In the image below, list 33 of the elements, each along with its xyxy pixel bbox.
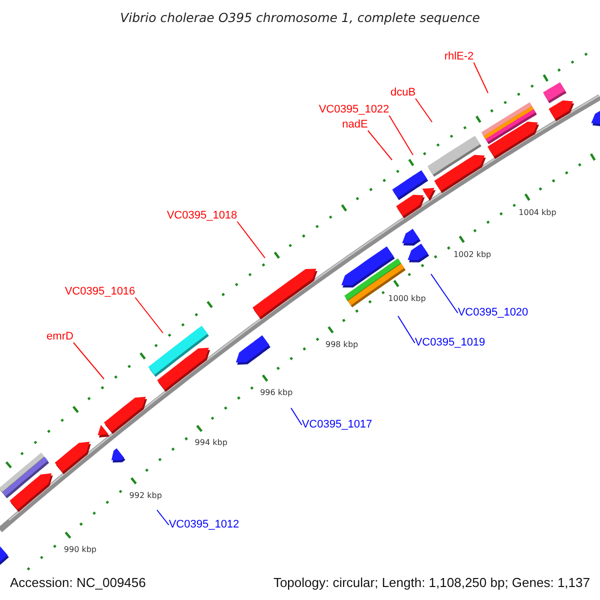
gene-label: VC0395_1016 xyxy=(64,286,136,298)
title: Vibrio cholerae O395 chromosome 1, complete sequence xyxy=(120,12,480,24)
gene-label: VC0395_1017 xyxy=(302,420,372,430)
leader-line xyxy=(473,62,488,94)
leader-line xyxy=(290,408,302,426)
gene-label: nadE xyxy=(342,120,368,130)
scale-label: 1000 kbp xyxy=(388,295,426,304)
gene-label: dcuB xyxy=(390,88,416,98)
accession-text: Accession: NC_009456 xyxy=(10,576,146,589)
scale-label: 998 kbp xyxy=(326,341,358,350)
leader-line xyxy=(430,274,458,314)
gene-label: VC0395_1019 xyxy=(414,338,486,348)
leader-line xyxy=(236,221,266,258)
gene-label: VC0395_1022 xyxy=(318,104,390,116)
scale-label: 994 kbp xyxy=(194,439,228,448)
gene-label: emrD xyxy=(46,332,74,342)
leader-line xyxy=(388,115,414,156)
gene-label: VC0395_1018 xyxy=(166,210,238,222)
leader-line xyxy=(398,316,416,344)
genome-summary-text: Topology: circular; Length: 1,108,250 bp; Genes: 1,137 xyxy=(273,576,590,589)
leader-line xyxy=(156,510,170,526)
leader-line xyxy=(415,98,432,122)
scale-label: 992 kbp xyxy=(129,492,162,500)
scale-label: 990 kbp xyxy=(64,546,96,554)
scale-label: 1004 kbp xyxy=(518,209,556,218)
scale-label: 1002 kbp xyxy=(453,251,492,260)
gene-label: VC0395_1020 xyxy=(458,308,528,318)
leader-line xyxy=(134,297,164,334)
scale-label: 996 kbp xyxy=(260,389,293,398)
leader-line xyxy=(72,342,104,380)
gene-label: rhlE-2 xyxy=(444,52,474,62)
gene-label: VC0395_1012 xyxy=(168,520,240,530)
leader-line xyxy=(367,130,392,160)
